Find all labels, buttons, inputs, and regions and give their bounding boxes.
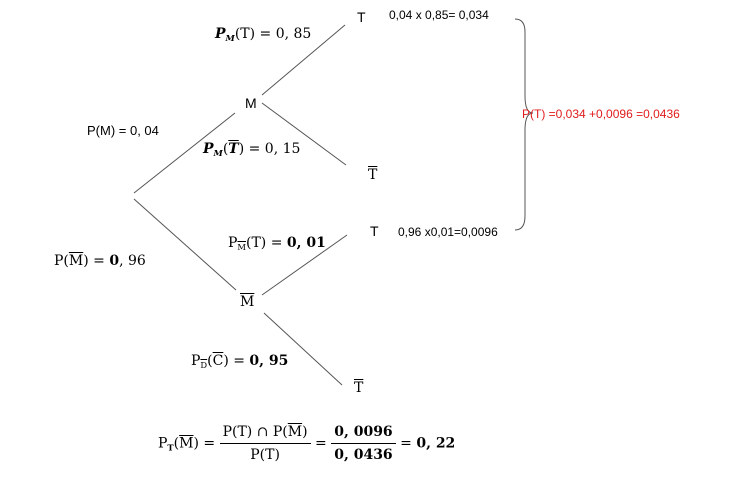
result-value: 0, 22 bbox=[416, 435, 456, 452]
node-t-bar-bottom: T bbox=[354, 380, 364, 396]
node-m: M bbox=[245, 95, 257, 111]
label-pm-t: PM(T) = 0, 85 bbox=[215, 26, 312, 43]
branch-m-bar-to-t bbox=[261, 234, 348, 296]
curly-brace bbox=[514, 18, 534, 231]
branch-m-to-t bbox=[261, 24, 346, 96]
fraction-values: 0, 0096 0, 0436 bbox=[331, 425, 396, 462]
bayes-formula: PT(M) = P(T) ∩ P(M) P(T) = 0, 0096 0, 04… bbox=[158, 424, 456, 463]
label-pmbar-t: PM(T) = 0, 01 bbox=[228, 235, 326, 252]
node-t-bottom: T bbox=[370, 223, 379, 239]
fraction-probabilities: P(T) ∩ P(M) P(T) bbox=[219, 425, 311, 462]
node-t-bar-top: T bbox=[368, 167, 378, 183]
product-top: 0,04 x 0,85= 0,034 bbox=[389, 8, 489, 22]
branch-root-to-m-bar bbox=[133, 198, 237, 291]
node-m-bar: M bbox=[240, 294, 255, 310]
node-t-top: T bbox=[357, 9, 366, 25]
label-p-m: P(M) = 0, 04 bbox=[87, 123, 159, 138]
branch-m-to-t-bar bbox=[261, 102, 347, 166]
label-pm-t-bar: PM(T) = 0, 15 bbox=[203, 141, 301, 158]
label-pdbar-cbar: PD(C) = 0, 95 bbox=[191, 353, 289, 370]
total-probability: P(T) =0,034 +0,0096 =0,0436 bbox=[522, 107, 680, 121]
branch-root-to-m bbox=[133, 112, 236, 194]
branch-m-bar-to-t-bar bbox=[263, 312, 343, 386]
product-bottom: 0,96 x0,01=0,0096 bbox=[398, 225, 498, 239]
label-p-m-bar: P(M) = 0, 96 bbox=[54, 253, 146, 269]
